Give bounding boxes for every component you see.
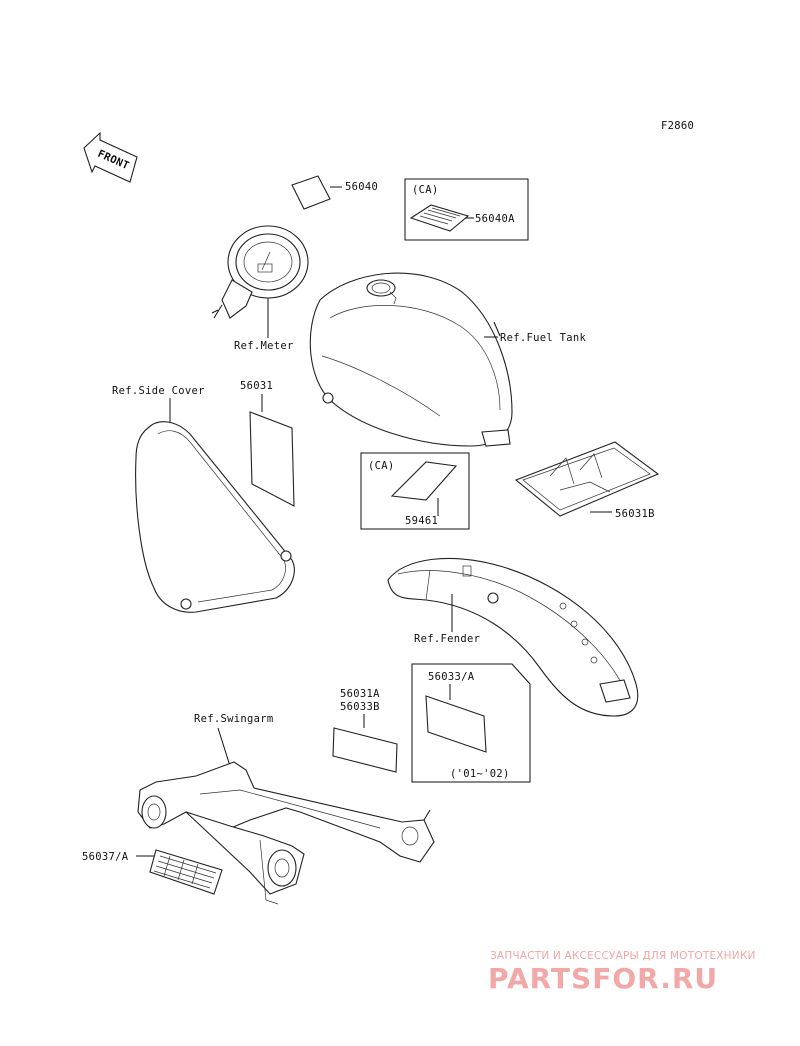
sticker-56040 <box>291 175 342 210</box>
part-56040A-label: 56040A <box>475 213 515 225</box>
swingarm-illustration <box>137 761 435 905</box>
ref-swingarm-label: Ref.Swingarm <box>194 713 273 725</box>
watermark-logo: PARTSFOR.RU <box>488 962 719 995</box>
sticker-56031 <box>249 411 295 507</box>
fuel-tank-illustration <box>309 272 513 447</box>
part-59461-label: 59461 <box>405 515 438 527</box>
part-56031A-label: 56031A <box>340 688 380 700</box>
ca-box-top <box>404 178 529 241</box>
part-56033A-label: 56033/A <box>428 671 475 683</box>
ref-fender-label: Ref.Fender <box>414 633 480 645</box>
part-56040-label: 56040 <box>345 181 378 193</box>
part-56033B-label: 56033B <box>340 701 380 713</box>
part-56037A-label: 56037/A <box>82 851 129 863</box>
ca-box-mid <box>360 452 470 530</box>
ca-top-label: (CA) <box>412 184 439 196</box>
part-56031B-label: 56031B <box>615 508 655 520</box>
sticker-56031B <box>514 441 660 517</box>
years-note: ('01~'02) <box>450 768 510 780</box>
front-arrow-icon: FRONT <box>83 131 138 183</box>
ref-side-cover-label: Ref.Side Cover <box>112 385 205 397</box>
ref-meter-label: Ref.Meter <box>234 340 294 352</box>
sticker-56037A <box>149 849 223 895</box>
diagram-code: F2860 <box>661 120 694 132</box>
sticker-56031A <box>332 727 398 773</box>
ca-mid-label: (CA) <box>368 460 395 472</box>
side-cover-illustration <box>135 421 295 613</box>
part-56031-label: 56031 <box>240 380 273 392</box>
box-56033A <box>411 663 531 783</box>
watermark-tagline: ЗАПЧАСТИ И АКСЕССУАРЫ ДЛЯ МОТОТЕХНИКИ <box>490 950 756 962</box>
speedometer-illustration <box>211 225 309 338</box>
rear-fender-illustration <box>387 557 639 717</box>
ref-fuel-tank-label: Ref.Fuel Tank <box>500 332 586 344</box>
